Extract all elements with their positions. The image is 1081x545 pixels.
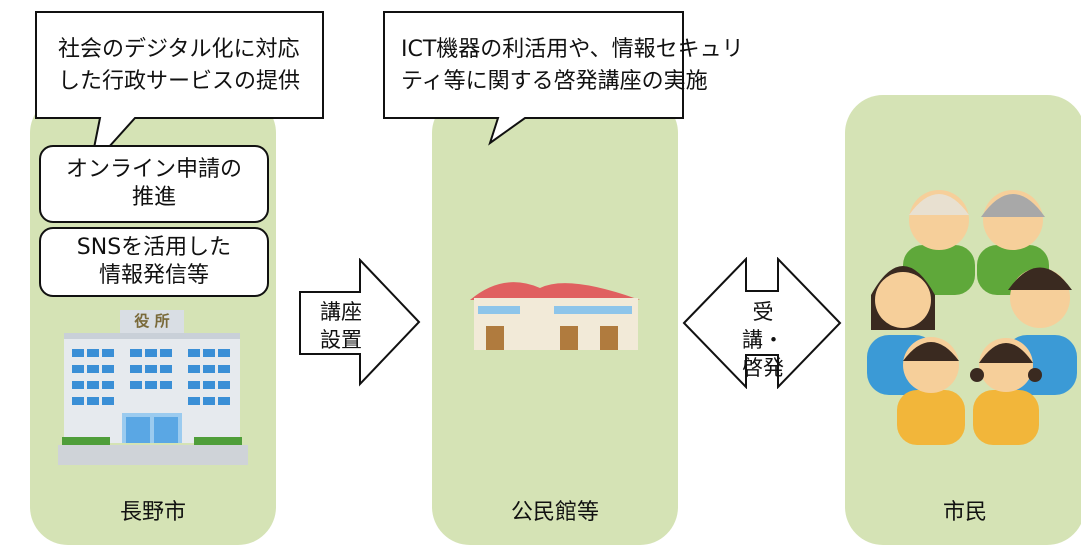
citizens-icon <box>867 190 1077 445</box>
online-application-box: オンライン申請の 推進 <box>39 145 269 223</box>
citizens-label: 市民 <box>942 500 987 525</box>
right-arrow-line1: 講座 <box>320 300 362 324</box>
sns-line1: SNSを活用した <box>76 235 232 260</box>
city-hall-icon <box>58 310 248 465</box>
middle-callout-bubble <box>383 11 684 146</box>
kominkan-label: 公民館等 <box>510 500 599 525</box>
right-arrow-line2: 設置 <box>320 328 362 352</box>
right-arrow-text: 講座 設置 <box>316 298 366 354</box>
double-arrow-text: 受講・ 啓発 <box>733 298 793 382</box>
left-callout-text: 社会のデジタル化に対応 した行政サービスの提供 <box>58 34 300 98</box>
city-hall-sign: 役 所 <box>134 312 170 330</box>
middle-callout-text: ICT機器の利活用や、情報セキュリ ティ等に関する啓発講座の実施 <box>401 34 744 98</box>
double-arrow-line1: 受講・ <box>742 300 784 352</box>
double-arrow-line2: 啓発 <box>742 356 784 380</box>
middle-callout-line2: ティ等に関する啓発講座の実施 <box>401 69 708 94</box>
community-hall-icon <box>470 282 640 350</box>
double-arrow-icon <box>682 257 842 389</box>
sns-box: SNSを活用した 情報発信等 <box>39 227 269 297</box>
nagano-city-label: 長野市 <box>119 500 186 525</box>
middle-callout-line1: ICT機器の利活用や、情報セキュリ <box>401 37 744 62</box>
left-callout-line2: した行政サービスの提供 <box>58 69 301 94</box>
right-arrow-icon <box>299 258 421 387</box>
left-callout-bubble <box>35 11 324 172</box>
online-application-line1: オンライン申請の <box>65 157 242 182</box>
sns-line2: 情報発信等 <box>98 263 209 288</box>
left-callout-line1: 社会のデジタル化に対応 <box>58 37 300 62</box>
online-application-line2: 推進 <box>131 185 176 210</box>
